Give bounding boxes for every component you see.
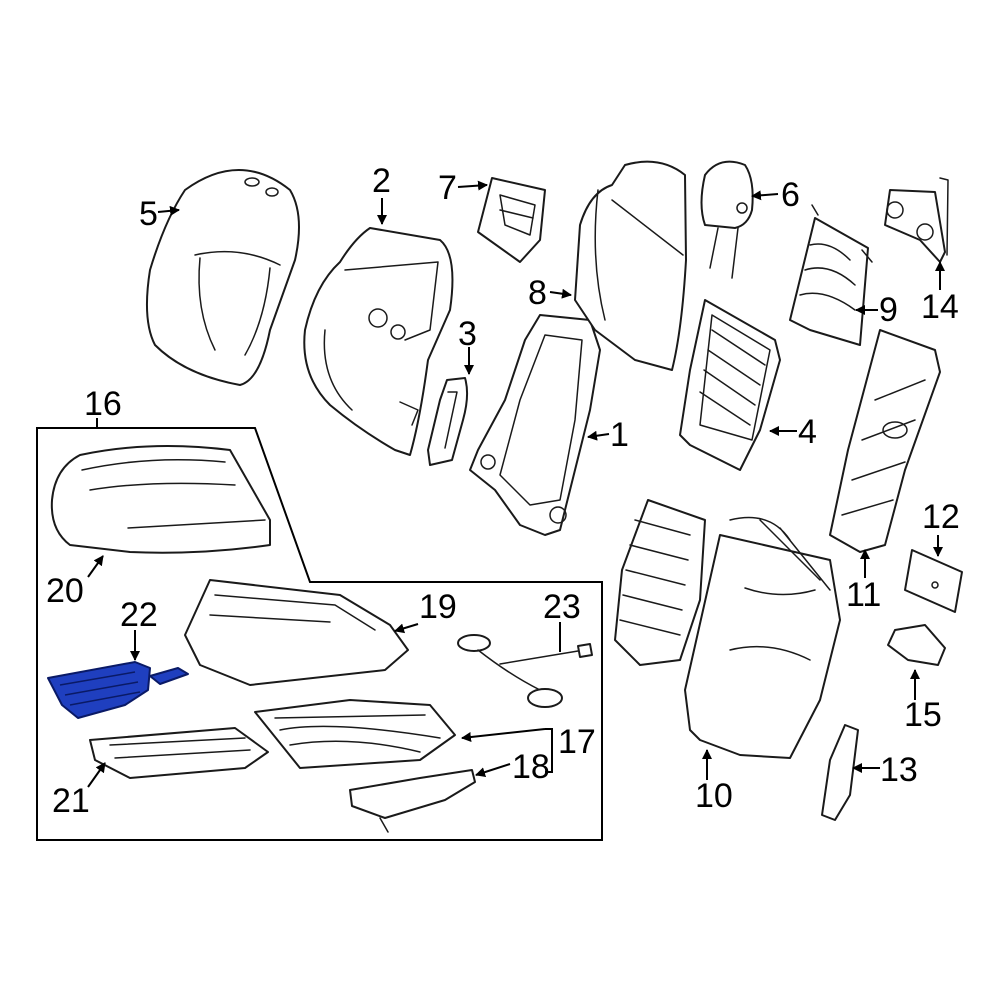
part-13-side-trim[interactable] (821, 724, 859, 821)
part-23-wiring-harness[interactable] (457, 634, 593, 708)
callout-13[interactable]: 13 (880, 751, 918, 789)
callout-10[interactable]: 10 (695, 777, 733, 815)
callout-12[interactable]: 12 (922, 498, 960, 536)
part-8-backrest-foam[interactable] (574, 160, 687, 371)
seat-heater-connector[interactable] (149, 667, 189, 685)
part-7-lumbar-support[interactable] (477, 177, 546, 263)
callout-20[interactable]: 20 (46, 572, 84, 610)
part-18-side-support[interactable] (349, 769, 476, 833)
part-2-backrest-shell[interactable] (303, 227, 454, 456)
callout-17[interactable]: 17 (558, 723, 596, 761)
callout-1[interactable]: 1 (610, 416, 629, 454)
callout-23[interactable]: 23 (543, 588, 581, 626)
callout-4[interactable]: 4 (798, 413, 817, 451)
part-9-spring-mat[interactable] (789, 204, 873, 346)
part-10-seatback-assembly[interactable] (614, 499, 841, 759)
callout-18[interactable]: 18 (512, 748, 550, 786)
part-15-connector[interactable] (887, 624, 946, 666)
callout-16[interactable]: 16 (84, 385, 122, 423)
callout-7[interactable]: 7 (438, 169, 457, 207)
part-6-headrest[interactable] (700, 160, 754, 279)
callout-labels: 5 2 3 7 6 8 9 14 1 4 16 12 11 20 22 19 2… (46, 162, 960, 820)
callout-22[interactable]: 22 (120, 596, 158, 634)
callout-9[interactable]: 9 (879, 291, 898, 329)
callout-21[interactable]: 21 (52, 782, 90, 820)
callout-19[interactable]: 19 (419, 588, 457, 626)
group-16-frame (36, 427, 603, 841)
part-4-back-panel[interactable] (679, 299, 781, 471)
part-19-seat-foam[interactable] (184, 579, 409, 686)
part-20-cushion-cover[interactable] (50, 445, 271, 554)
part-21-insert-mat[interactable] (89, 727, 269, 779)
part-5-backrest-cover[interactable] (146, 169, 300, 386)
seat-heater-pad[interactable] (47, 661, 151, 719)
callout-15[interactable]: 15 (904, 696, 942, 734)
part-17-cushion-pan[interactable] (254, 699, 456, 769)
callout-14[interactable]: 14 (921, 288, 959, 326)
callout-2[interactable]: 2 (372, 162, 391, 200)
callout-5[interactable]: 5 (139, 195, 158, 233)
callout-11[interactable]: 11 (846, 576, 881, 614)
part-11-rear-panel[interactable] (829, 329, 941, 553)
callout-8[interactable]: 8 (528, 274, 547, 312)
part-12-bracket[interactable] (904, 549, 963, 613)
leader-lines (87, 180, 945, 788)
part-3-side-trim[interactable] (427, 377, 469, 466)
part-1-backrest-frame[interactable] (469, 314, 601, 536)
callout-6[interactable]: 6 (781, 176, 800, 214)
part-14-rear-trim-panel[interactable] (884, 177, 949, 263)
callout-3[interactable]: 3 (458, 315, 477, 353)
part-22-seat-heater[interactable] (47, 661, 189, 719)
